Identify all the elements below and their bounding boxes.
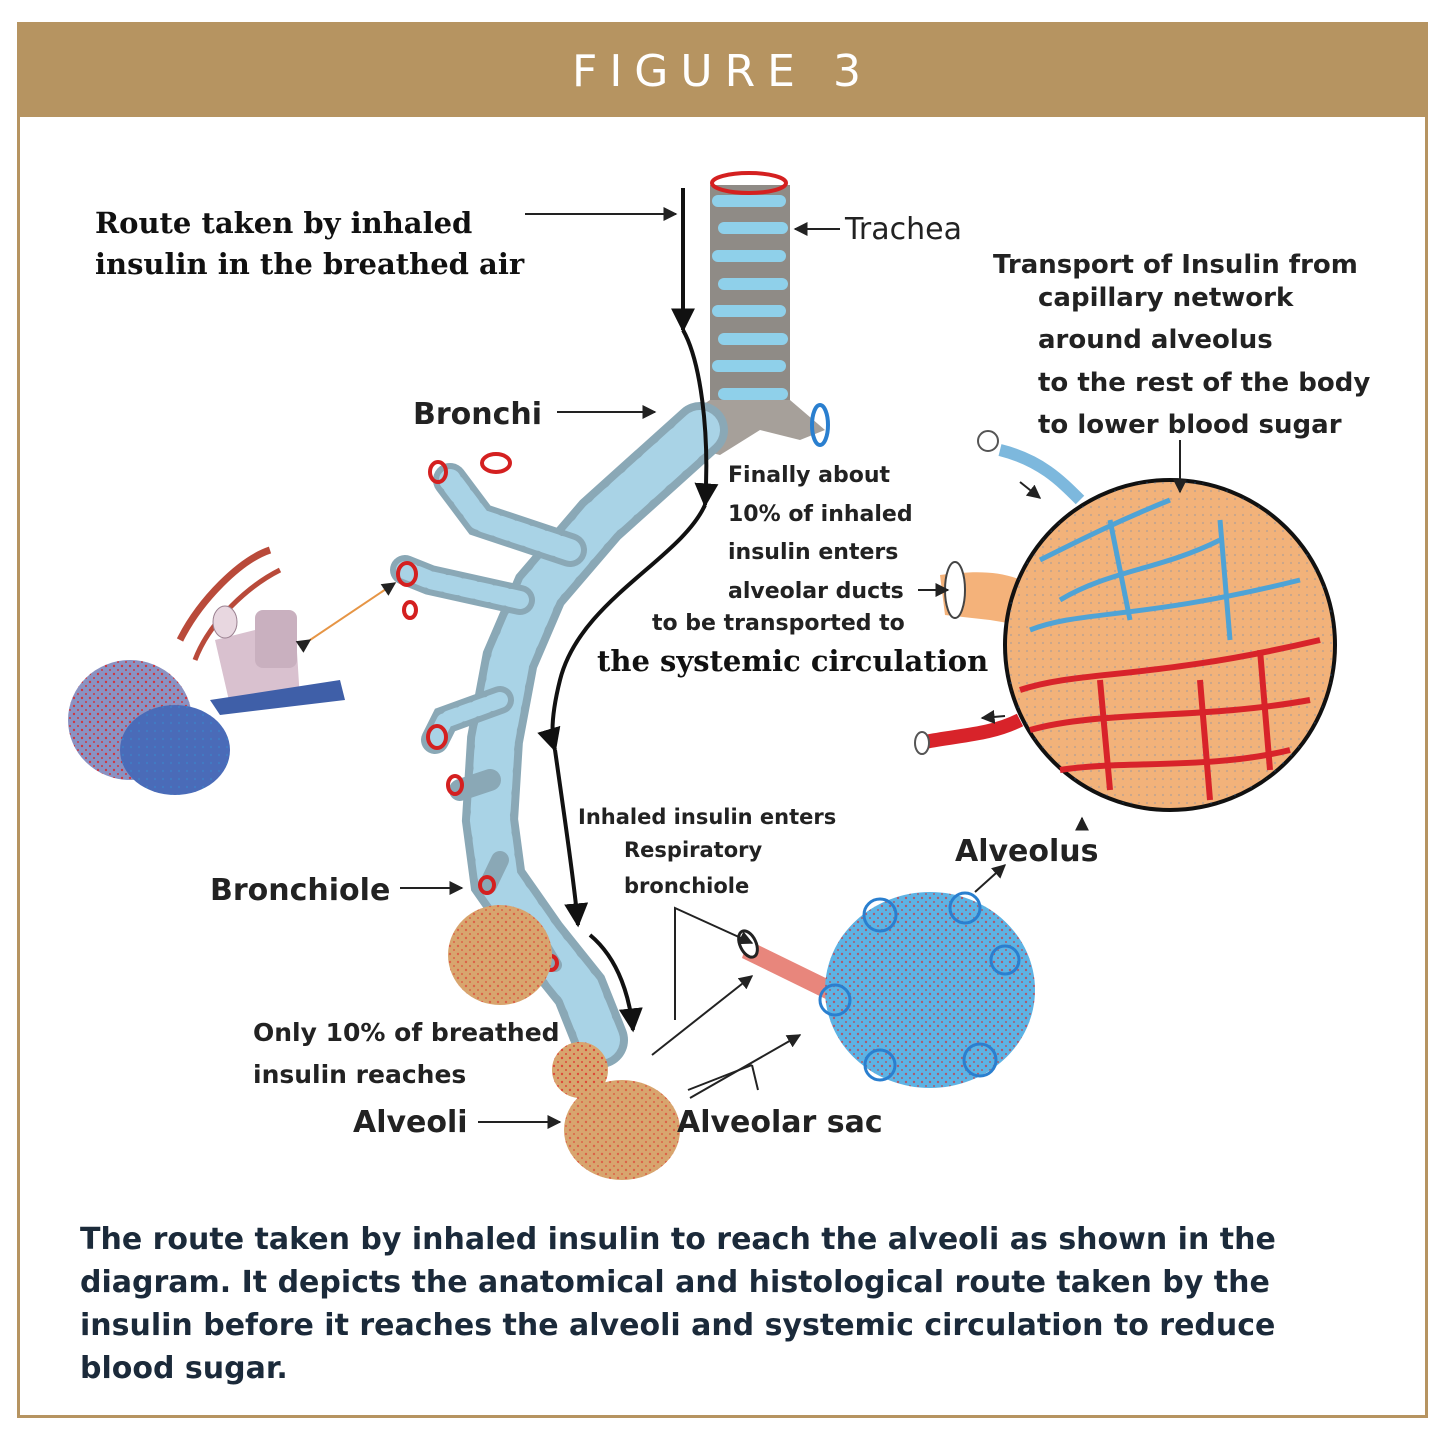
trachea-illustration	[660, 171, 830, 455]
finally-label-line-2: 10% of inhaled	[728, 502, 913, 527]
alveolus-detail-illustration	[914, 430, 1337, 812]
only10-label-line-1: Only 10% of breathed	[253, 1018, 560, 1047]
finally-label-line-5: to be transported to	[652, 611, 905, 636]
bronchi-label: Bronchi	[413, 397, 542, 432]
transport-label-line-4: to the rest of the body	[1038, 368, 1370, 398]
insulin-route-arrow	[537, 188, 719, 1033]
only10-label-line-2: insulin reaches	[253, 1060, 466, 1089]
transport-label-line-2: capillary network	[1038, 283, 1294, 313]
inhaled-enters-label-line-3: bronchiole	[624, 874, 749, 898]
alveolar-sac-label: Alveolar sac	[677, 1105, 883, 1140]
transport-label-line-3: around alveolus	[1038, 325, 1273, 355]
trachea-label: Trachea	[844, 212, 962, 247]
route-label-line-1: Route taken by inhaled	[95, 206, 472, 240]
transport-label-line-5: to lower blood sugar	[1038, 410, 1342, 440]
alveoli-cluster-illustration	[448, 905, 680, 1180]
route-label-line-2: insulin in the breathed air	[95, 247, 525, 281]
finally-label-line-3: insulin enters	[728, 540, 898, 565]
left-alveolar-unit-illustration	[68, 546, 397, 795]
bronchiole-label: Bronchiole	[210, 873, 390, 908]
alveoli-label: Alveoli	[353, 1105, 468, 1140]
inhaled-enters-label-line-1: Inhaled insulin enters	[578, 805, 836, 829]
transport-label-line-1: Transport of Insulin from	[993, 250, 1358, 280]
finally-label-line-4: alveolar ducts	[728, 579, 904, 604]
figure-title: FIGURE 3	[572, 45, 873, 97]
finally-label-line-1: Finally about	[728, 463, 891, 488]
figure-header: FIGURE 3	[20, 25, 1425, 117]
inhaled-enters-label-line-2: Respiratory	[624, 838, 762, 862]
pointer-arrows	[400, 207, 1187, 1129]
systemic-circulation-label: the systemic circulation	[597, 644, 988, 678]
figure-caption: The route taken by inhaled insulin to re…	[80, 1222, 1276, 1386]
alveolar-sac-illustration	[737, 891, 1035, 1088]
alveolus-label: Alveolus	[955, 834, 1099, 869]
